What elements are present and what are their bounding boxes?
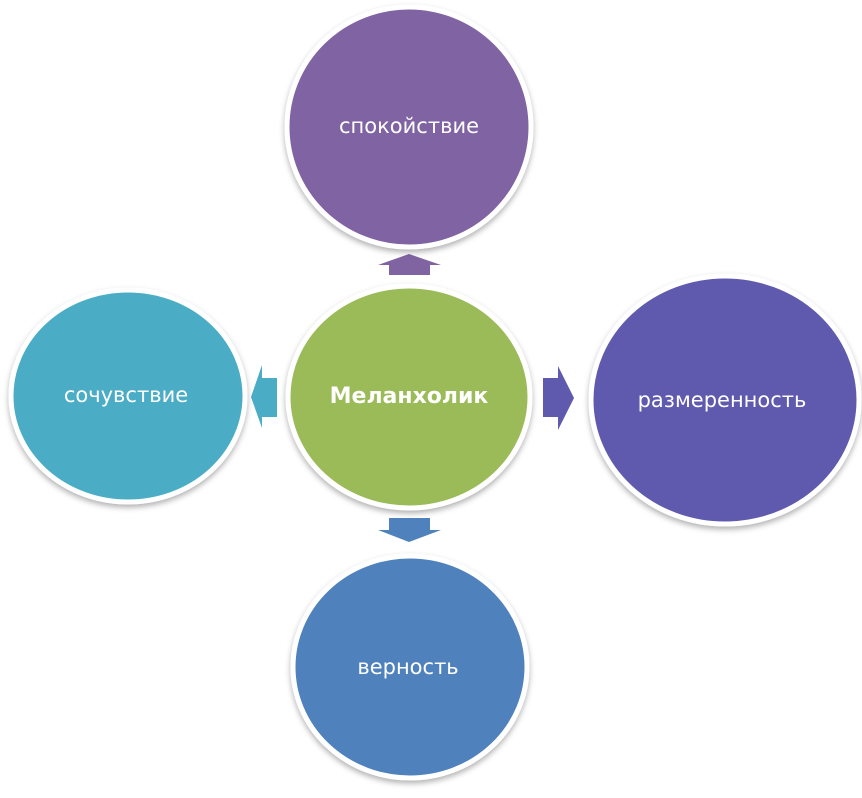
left-circle	[8, 287, 248, 505]
bottom-label: верность	[357, 655, 458, 679]
node-top: спокойствие	[284, 4, 534, 250]
arrow-right-icon	[543, 366, 574, 430]
center-circle	[285, 283, 533, 511]
center-label: Меланхолик	[330, 384, 489, 409]
left-label: сочувствие	[64, 383, 188, 407]
node-right: размеренность	[588, 273, 862, 527]
arrow-down-icon	[378, 518, 441, 542]
node-left: сочувствие	[8, 287, 248, 505]
right-circle	[588, 273, 862, 527]
arrow-left-icon	[251, 365, 277, 428]
node-center: Меланхолик	[285, 283, 533, 511]
top-circle	[284, 4, 534, 250]
right-label: размеренность	[638, 388, 807, 412]
top-label: спокойствие	[339, 114, 479, 138]
arrow-up-icon	[378, 254, 441, 275]
bottom-circle	[290, 553, 530, 781]
node-bottom: верность	[290, 553, 530, 781]
